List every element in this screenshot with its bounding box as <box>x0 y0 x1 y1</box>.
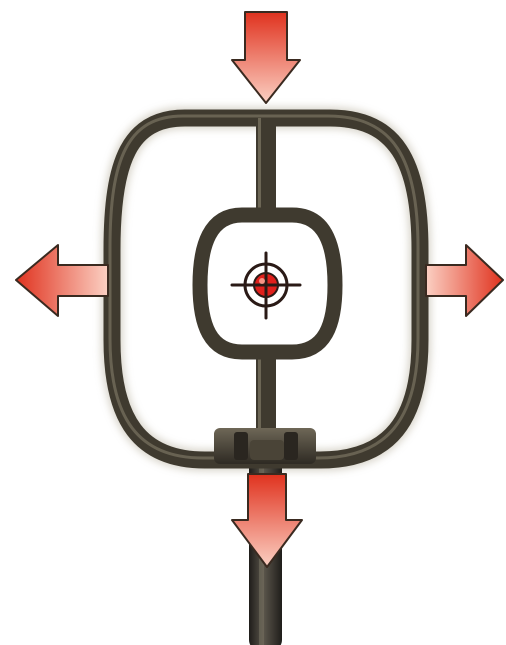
arrow-left-icon <box>16 245 108 316</box>
coil-mount <box>214 428 316 464</box>
arrow-up-icon <box>232 12 300 103</box>
arrow-down-icon <box>232 474 302 567</box>
arrow-right-icon <box>426 245 503 316</box>
